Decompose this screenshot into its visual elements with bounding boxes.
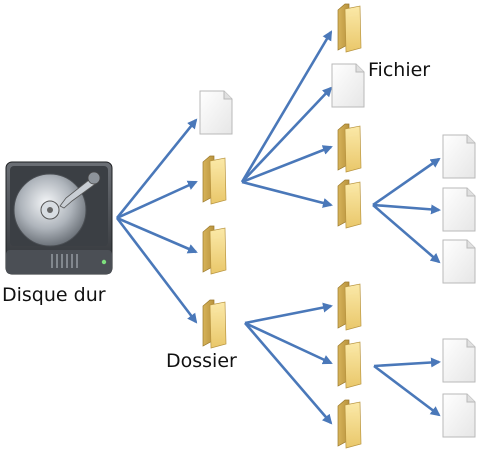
hard-drive-icon	[5, 161, 113, 275]
arrow	[241, 145, 333, 184]
file-icon	[199, 90, 233, 135]
folder-label: Dossier	[166, 350, 237, 372]
arrow	[244, 322, 333, 425]
folder-icon	[202, 155, 227, 205]
arrow	[115, 118, 198, 219]
arrows	[115, 30, 441, 425]
folder-icon	[337, 399, 362, 449]
file-icon	[331, 63, 365, 108]
hard-drive-label: Disque dur	[2, 284, 106, 306]
folder-icon	[337, 281, 362, 331]
file-label: Fichier	[368, 59, 431, 81]
arrow	[373, 364, 441, 417]
arrow	[116, 216, 198, 254]
folder-icon	[337, 179, 362, 229]
arrow	[372, 204, 441, 264]
folder-icon	[337, 3, 362, 53]
arrow	[372, 157, 441, 207]
file-icon	[442, 239, 476, 284]
arrow	[241, 180, 333, 208]
arrow	[244, 302, 333, 325]
arrow	[116, 180, 198, 220]
folder-icon	[202, 299, 227, 349]
folder-icon	[337, 339, 362, 389]
arrow	[372, 203, 441, 215]
file-icon	[442, 393, 476, 438]
folder-icon	[337, 123, 362, 173]
arrow	[240, 30, 333, 183]
arrow	[244, 321, 333, 365]
arrow	[373, 357, 441, 368]
file-icon	[442, 134, 476, 179]
arrow	[115, 217, 198, 324]
file-icon	[442, 338, 476, 383]
folder-icon	[202, 225, 227, 275]
file-icon	[442, 187, 476, 232]
arrow	[241, 86, 333, 183]
